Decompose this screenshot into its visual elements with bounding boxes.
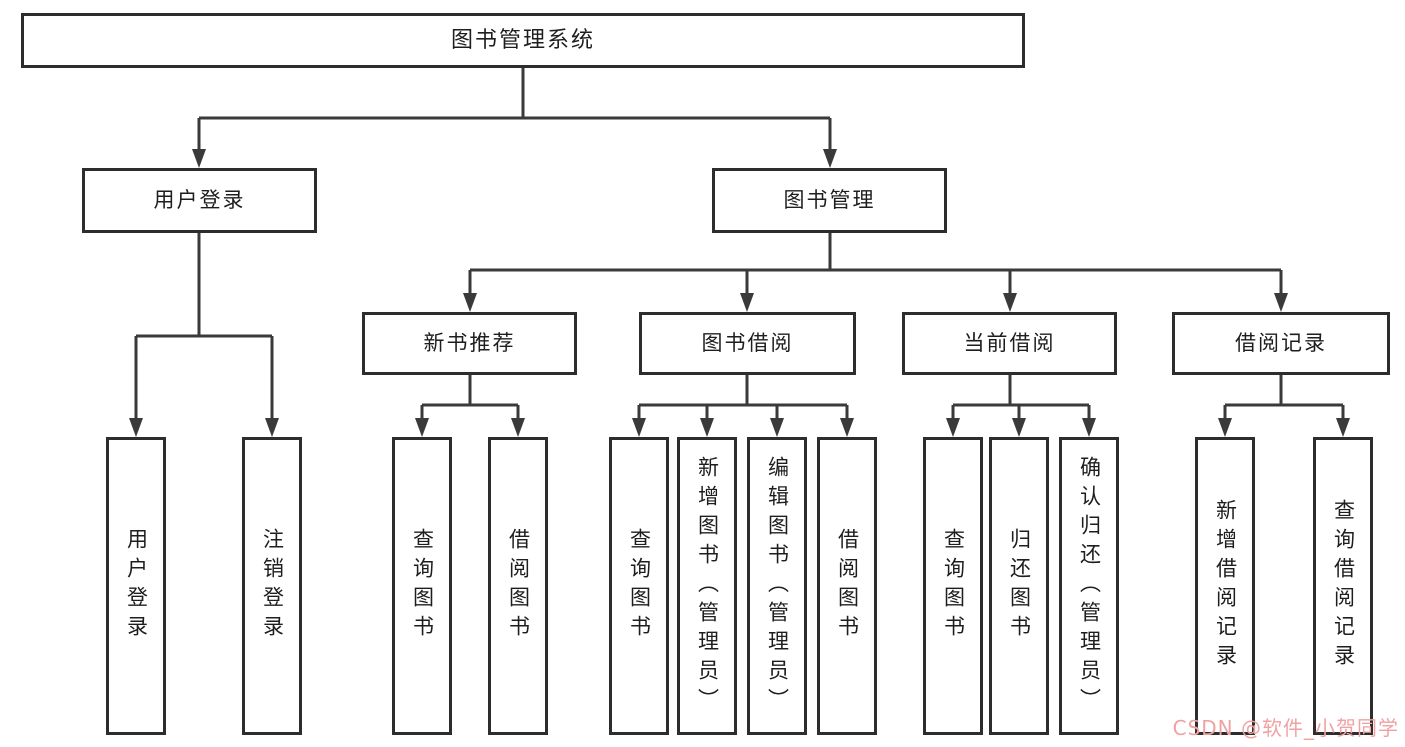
leaf-query-books-current: 查询图书 — [923, 437, 983, 735]
node-current-borrowing: 当前借阅 — [902, 312, 1117, 375]
leaf-add-books-admin: 新增图书（管理员） — [677, 437, 737, 735]
leaf-logout: 注销登录 — [242, 437, 302, 735]
node-root-system: 图书管理系统 — [21, 13, 1025, 68]
node-user-login: 用户登录 — [82, 168, 317, 233]
leaf-query-books-recommend: 查询图书 — [392, 437, 452, 735]
leaf-add-borrow-record: 新增借阅记录 — [1195, 437, 1255, 735]
leaf-query-borrow-record: 查询借阅记录 — [1313, 437, 1373, 735]
leaf-query-books-borrowing: 查询图书 — [609, 437, 669, 735]
node-borrowing-records: 借阅记录 — [1172, 312, 1390, 375]
leaf-user-login: 用户登录 — [106, 437, 166, 735]
leaf-confirm-return-admin: 确认归还（管理员） — [1059, 437, 1119, 735]
watermark: CSDN @软件_小贺同学 — [1172, 716, 1399, 740]
leaf-borrow-books-borrowing: 借阅图书 — [817, 437, 877, 735]
node-book-management: 图书管理 — [712, 168, 947, 233]
leaf-edit-books-admin: 编辑图书（管理员） — [747, 437, 807, 735]
node-new-book-recommendation: 新书推荐 — [362, 312, 577, 375]
leaf-borrow-books-recommend: 借阅图书 — [488, 437, 548, 735]
leaf-return-books: 归还图书 — [989, 437, 1049, 735]
node-book-borrowing: 图书借阅 — [639, 312, 856, 375]
